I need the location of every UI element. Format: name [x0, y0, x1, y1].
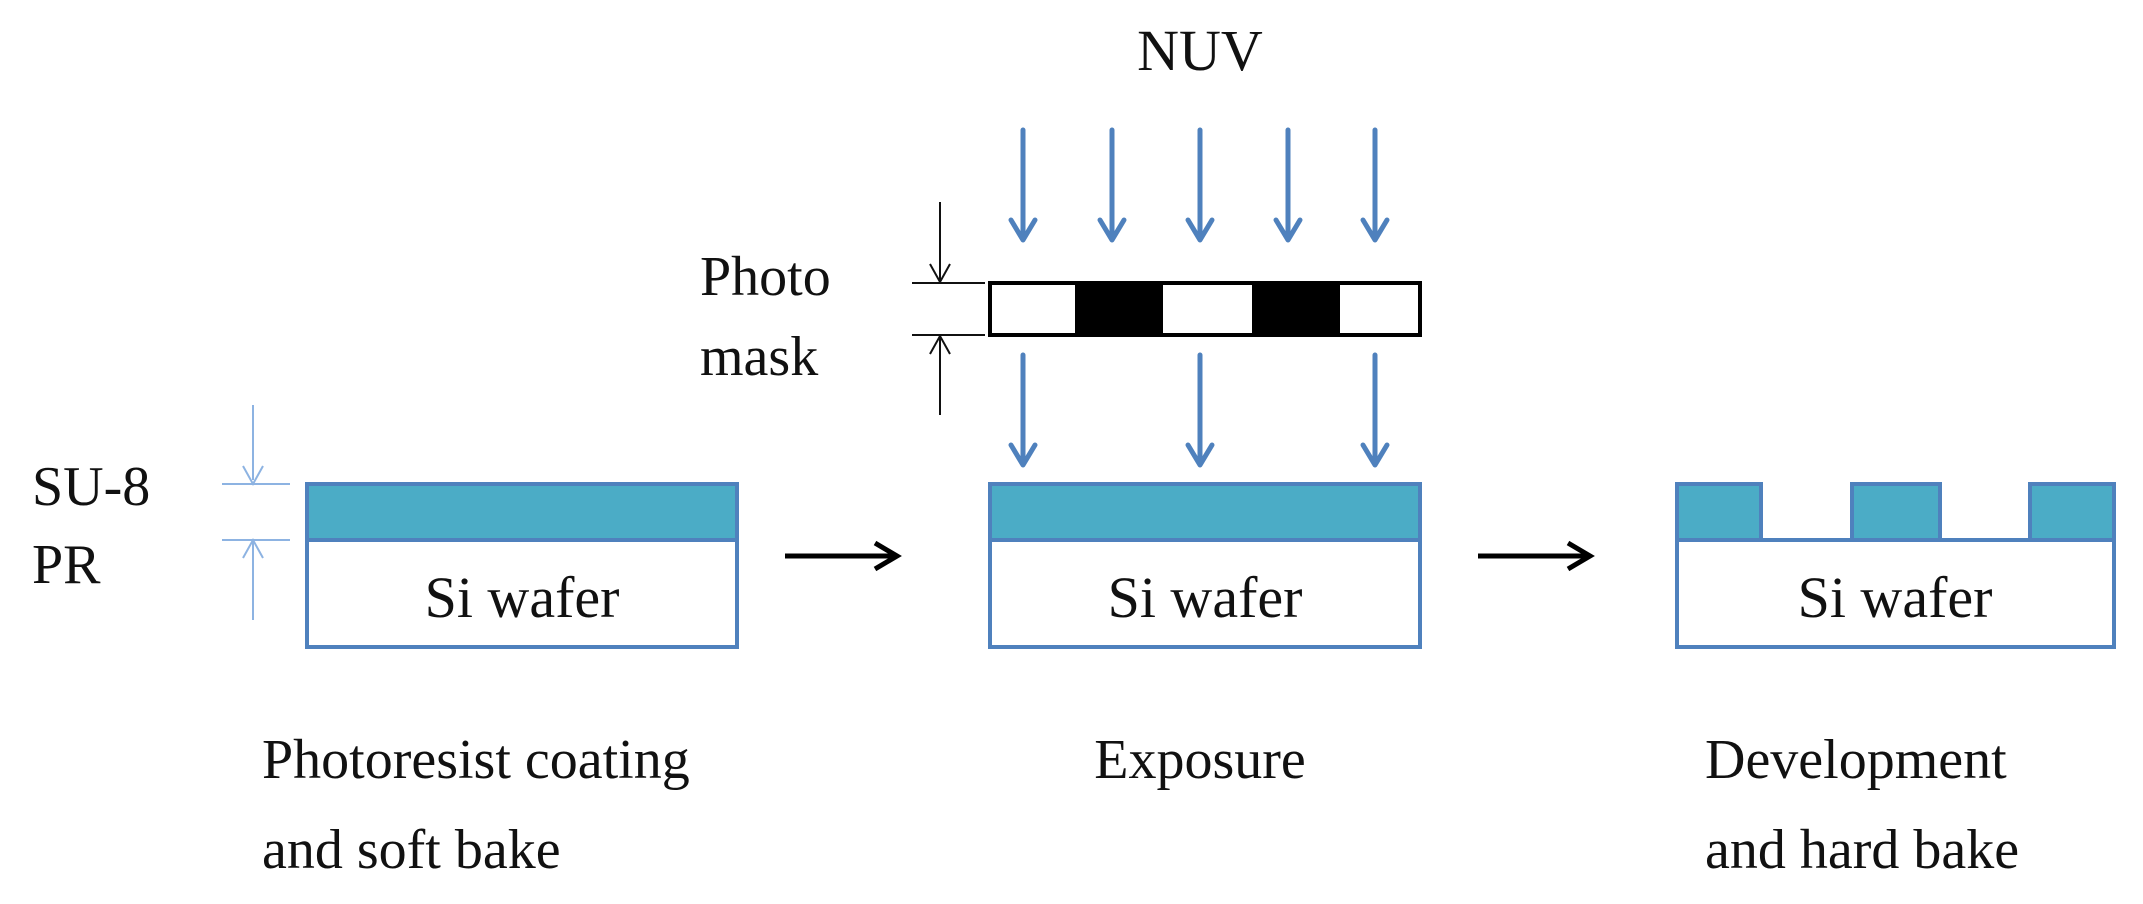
si-wafer-label: Si wafer — [1108, 565, 1303, 630]
su8-resist-feature — [1675, 482, 1763, 542]
si-wafer — [305, 538, 739, 649]
su8-resist-feature — [2028, 482, 2116, 542]
photomask-thickness-indicator — [912, 202, 985, 415]
uv-arrowhead — [1008, 442, 1038, 468]
photomask — [988, 281, 1422, 337]
uv-arrows-incident — [1008, 127, 1390, 243]
process-arrow — [1478, 540, 1595, 572]
step-1-coating: Si wafer — [305, 482, 739, 649]
resist-label-line-1: SU-8 — [32, 456, 150, 518]
uv-arrowhead — [1185, 442, 1215, 468]
si-wafer — [1675, 538, 2116, 649]
photomask-label-line-2: mask — [700, 326, 818, 388]
uv-arrowhead — [1008, 217, 1038, 243]
resist-thickness-indicator — [222, 405, 290, 620]
uv-arrows-transmitted — [1008, 352, 1390, 468]
uv-arrowhead — [1097, 217, 1127, 243]
photomask-opaque-region — [1252, 283, 1340, 335]
uv-arrowhead — [1360, 217, 1390, 243]
process-arrow — [785, 540, 902, 572]
step-3-caption-line-2: and hard bake — [1705, 819, 2019, 881]
step-2-exposure: Si wafer — [988, 482, 1422, 649]
resist-label-line-2: PR — [32, 534, 101, 596]
photomask-label-line-1: Photo — [700, 246, 831, 308]
photomask-frame — [988, 281, 1422, 337]
step-1-caption-line-2: and soft bake — [262, 819, 561, 881]
step-3-development: Si wafer — [1675, 482, 2116, 649]
nuv-label: NUV — [1137, 18, 1263, 83]
su8-resist-feature — [1850, 482, 1942, 542]
step-2-caption: Exposure — [1094, 729, 1306, 791]
si-wafer-label: Si wafer — [1798, 565, 1993, 630]
si-wafer — [988, 538, 1422, 649]
su8-resist-layer — [305, 482, 739, 542]
photomask-opaque-region — [1075, 283, 1163, 335]
step-3-caption-line-1: Development — [1705, 729, 2007, 791]
step-1-caption-line-1: Photoresist coating — [262, 729, 690, 791]
uv-arrowhead — [1273, 217, 1303, 243]
su8-resist-layer — [988, 482, 1422, 542]
si-wafer-label: Si wafer — [425, 565, 620, 630]
uv-arrowhead — [1185, 217, 1215, 243]
uv-arrowhead — [1360, 442, 1390, 468]
